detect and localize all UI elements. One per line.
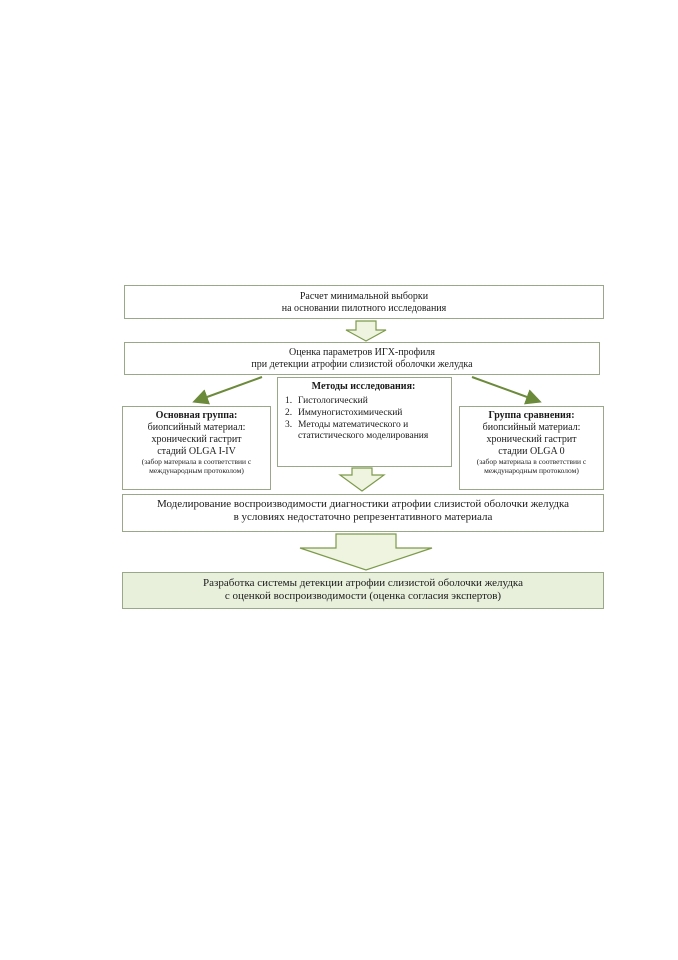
main-group-title: Основная группа: bbox=[155, 410, 238, 421]
step4-line-1: Разработка системы детекции атрофии слиз… bbox=[203, 577, 523, 589]
methods-item-3: 3. Методы математического и статистическ… bbox=[282, 420, 445, 442]
methods-item-3-num: 3. bbox=[285, 419, 293, 430]
step-sample-size-box: Расчет минимальной выборки на основании … bbox=[124, 285, 604, 319]
methods-item-1-text: Гистологический bbox=[298, 396, 368, 406]
methods-item-3-text: Методы математического и статистического… bbox=[298, 419, 429, 441]
comparison-group-line-3: стадии OLGA 0 bbox=[498, 446, 565, 457]
comparison-group-line-2: хронический гастрит bbox=[486, 434, 577, 445]
methods-item-2: 2. Иммуногистохимический bbox=[282, 408, 445, 419]
methods-title: Методы исследования: bbox=[311, 381, 416, 392]
arrow-to-comparison-group bbox=[471, 376, 542, 405]
methods-list: 1. Гистологический 2. Иммуногистохимичес… bbox=[282, 396, 445, 442]
main-group-note-2: международным протоколом) bbox=[149, 465, 244, 475]
main-group-line-3: стадий OLGA I-IV bbox=[157, 446, 236, 457]
step-igh-profile-box: Оценка параметров ИГХ-профиля при детекц… bbox=[124, 342, 600, 375]
step2-line-1: Оценка параметров ИГХ-профиля bbox=[288, 347, 436, 358]
methods-item-2-num: 2. bbox=[285, 407, 293, 418]
step4-line-2: с оценкой воспроизводимости (оценка согл… bbox=[224, 590, 502, 603]
block-arrow-down-1 bbox=[345, 320, 387, 342]
methods-box: Методы исследования: 1. Гистологический … bbox=[277, 377, 452, 467]
step3-line-2: в условиях недостаточно репрезентативног… bbox=[233, 511, 493, 524]
main-group-box: Основная группа: биопсийный материал: хр… bbox=[122, 406, 271, 490]
block-arrow-down-2 bbox=[338, 467, 386, 492]
arrow-to-main-group bbox=[192, 376, 263, 405]
methods-item-1: 1. Гистологический bbox=[282, 396, 445, 407]
comparison-group-note-1: (забор материала в соответствии с bbox=[476, 457, 587, 466]
main-group-note-1: (забор материала в соответствии с bbox=[141, 457, 252, 466]
comparison-group-note-2: международным протоколом) bbox=[484, 465, 579, 475]
step-detection-system-box: Разработка системы детекции атрофии слиз… bbox=[122, 572, 604, 609]
comparison-group-box: Группа сравнения: биопсийный материал: х… bbox=[459, 406, 604, 490]
main-group-line-1: биопсийный материал: bbox=[147, 422, 246, 433]
step-reproducibility-modeling-box: Моделирование воспроизводимости диагност… bbox=[122, 494, 604, 532]
step1-line-1: Расчет минимальной выборки bbox=[299, 291, 429, 302]
block-arrow-down-3 bbox=[299, 533, 433, 571]
step3-line-1: Моделирование воспроизводимости диагност… bbox=[156, 498, 570, 510]
step1-line-2: на основании пилотного исследования bbox=[281, 303, 447, 314]
step2-line-2: при детекции атрофии слизистой оболочки … bbox=[251, 359, 473, 370]
comparison-group-title: Группа сравнения: bbox=[488, 410, 575, 421]
comparison-group-line-1: биопсийный материал: bbox=[482, 422, 581, 433]
methods-item-1-num: 1. bbox=[285, 396, 293, 406]
methods-item-2-text: Иммуногистохимический bbox=[298, 407, 403, 418]
main-group-line-2: хронический гастрит bbox=[151, 434, 242, 445]
